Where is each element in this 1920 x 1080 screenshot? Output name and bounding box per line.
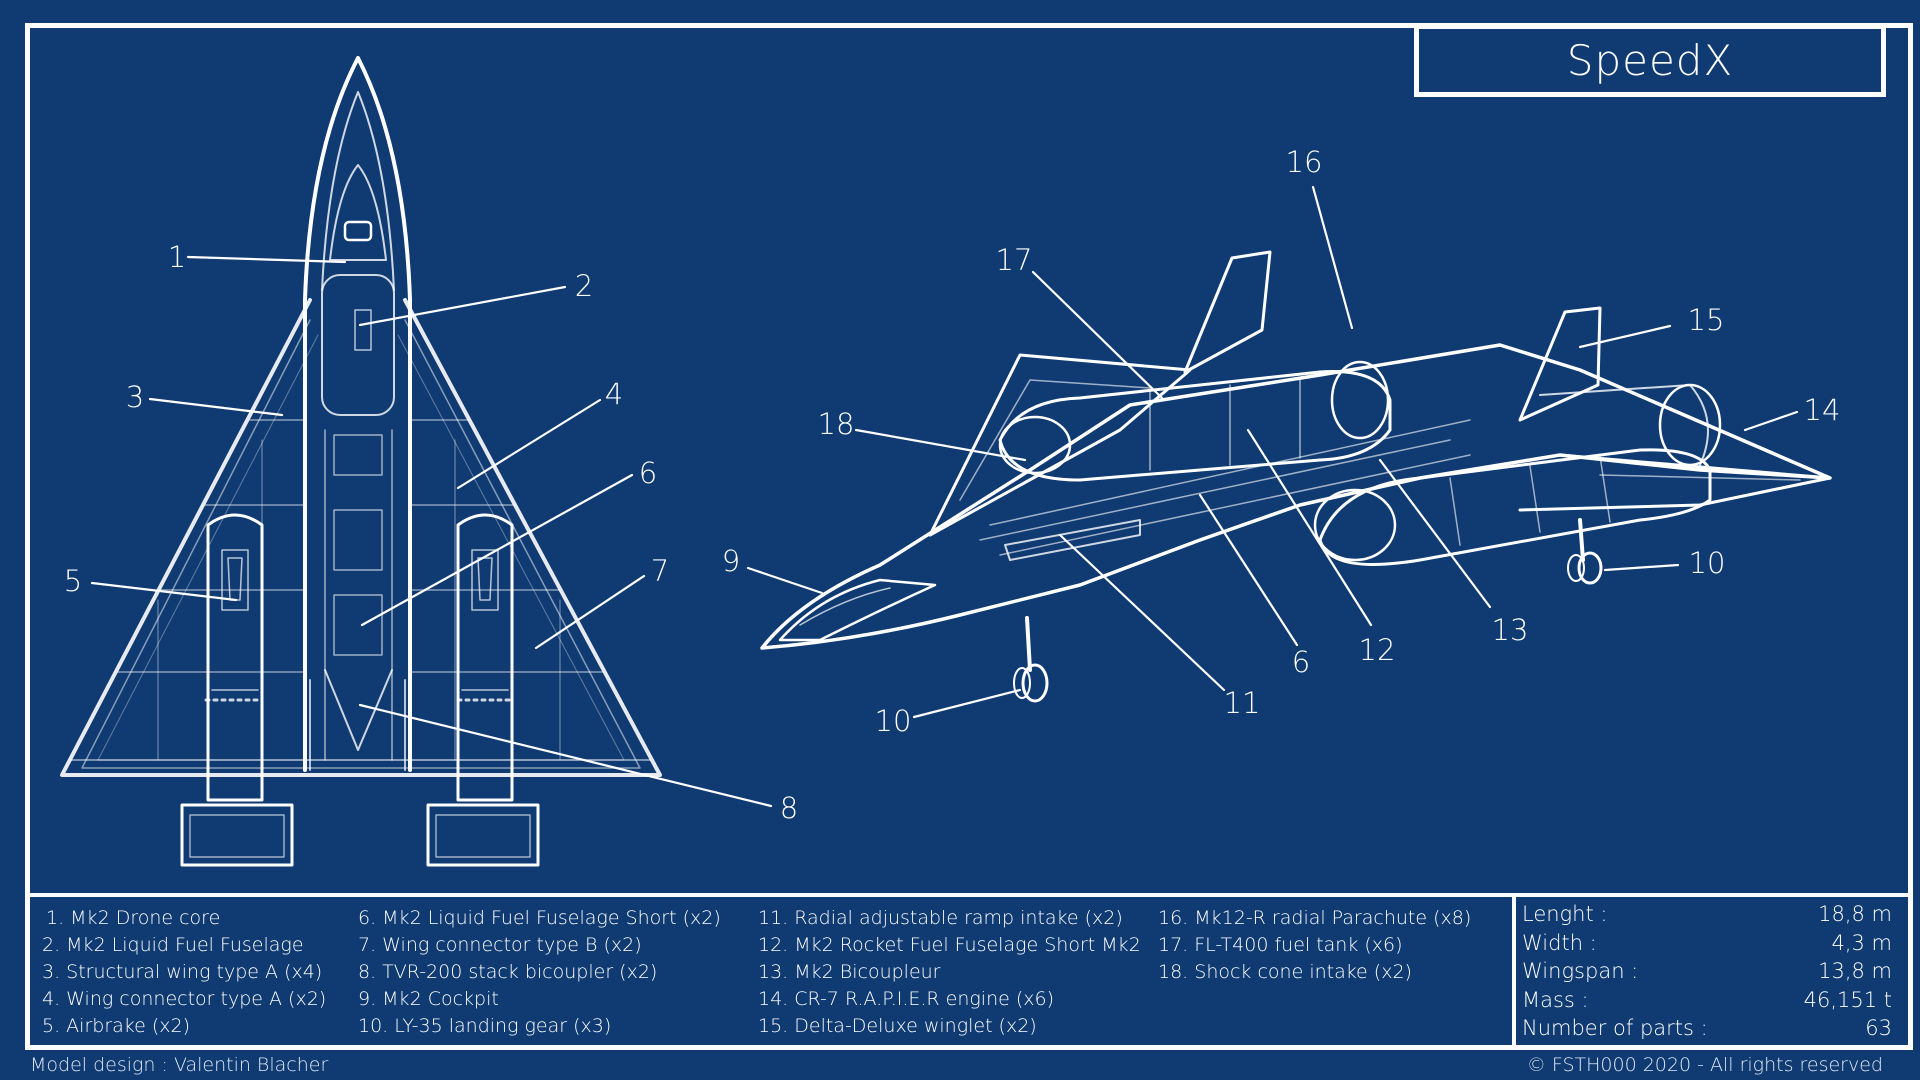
- spec-value: 13,8 m: [1818, 959, 1892, 983]
- vertical-divider: [1512, 893, 1516, 1050]
- spec-value: 63: [1865, 1016, 1892, 1040]
- part-item: 2. Mk2 Liquid Fuel Fuselage: [42, 934, 304, 956]
- callout-12: 12: [1358, 633, 1396, 667]
- part-item: 9. Mk2 Cockpit: [358, 988, 499, 1010]
- callout-16: 16: [1285, 145, 1323, 179]
- part-item: 3. Structural wing type A (x4): [42, 961, 323, 983]
- spec-label: Mass :: [1522, 987, 1589, 1012]
- callout-5: 5: [63, 564, 83, 598]
- title-box: SpeedX: [1414, 24, 1886, 97]
- part-item: 18. Shock cone intake (x2): [1158, 961, 1412, 983]
- callout-13: 13: [1491, 613, 1529, 647]
- callout-4: 4: [604, 377, 624, 411]
- callout-8: 8: [779, 791, 799, 825]
- part-item: 17. FL-T400 fuel tank (x6): [1158, 934, 1403, 956]
- callout-2: 2: [574, 269, 594, 303]
- callout-6-side: 6: [1291, 645, 1311, 679]
- part-item: 13. Mk2 Bicoupleur: [758, 961, 941, 983]
- parts-list-column-1: 1. Mk2 Drone core 2. Mk2 Liquid Fuel Fus…: [42, 905, 326, 1040]
- blueprint-frame: [25, 23, 1913, 1050]
- callout-14: 14: [1803, 393, 1841, 427]
- spec-value: 4,3 m: [1831, 930, 1892, 955]
- spec-row-width: Width : 4,3 m: [1522, 929, 1892, 958]
- spec-row-parts: Number of parts : 63: [1522, 1014, 1892, 1043]
- callout-1: 1: [167, 240, 187, 274]
- parts-list-column-2: 6. Mk2 Liquid Fuel Fuselage Short (x2) 7…: [358, 905, 721, 1040]
- blueprint-title: SpeedX: [1566, 36, 1734, 85]
- part-item: 5. Airbrake (x2): [42, 1015, 190, 1037]
- part-item: 4. Wing connector type A (x2): [42, 988, 327, 1010]
- footer-copyright: © FSTH000 2020 - All rights reserved: [1526, 1054, 1883, 1076]
- parts-list-column-4: 16. Mk12-R radial Parachute (x8) 17. FL-…: [1158, 905, 1471, 986]
- spec-label: Wingspan :: [1522, 959, 1639, 983]
- callout-18: 18: [817, 407, 855, 441]
- side-view-leader-lines: [746, 185, 1799, 719]
- spec-label: Lenght :: [1522, 902, 1608, 926]
- callout-3: 3: [125, 380, 145, 414]
- callout-15: 15: [1687, 303, 1725, 337]
- footer-credit: Model design : Valentin Blacher: [30, 1054, 329, 1076]
- callout-9: 9: [721, 544, 741, 578]
- horizontal-divider: [25, 893, 1913, 897]
- callout-11: 11: [1223, 686, 1261, 720]
- top-view-leader-lines: [90, 255, 773, 808]
- callout-6: 6: [638, 456, 658, 490]
- spec-row-wingspan: Wingspan : 13,8 m: [1522, 957, 1892, 986]
- part-item: 11. Radial adjustable ramp intake (x2): [758, 907, 1123, 929]
- part-item: 1. Mk2 Drone core: [46, 907, 221, 929]
- top-view-drawing: [60, 56, 662, 867]
- part-item: 8. TVR-200 stack bicoupler (x2): [358, 961, 658, 983]
- spec-label: Number of parts :: [1522, 1016, 1708, 1040]
- side-view-drawing: [760, 250, 1832, 703]
- spec-value: 18,8 m: [1818, 902, 1892, 926]
- callout-10-main: 10: [1688, 546, 1726, 580]
- part-item: 6. Mk2 Liquid Fuel Fuselage Short (x2): [358, 907, 721, 929]
- spec-value: 46,151 t: [1803, 987, 1892, 1012]
- part-item: 10. LY-35 landing gear (x3): [358, 1015, 612, 1037]
- part-item: 16. Mk12-R radial Parachute (x8): [1158, 907, 1472, 929]
- specifications-table: Lenght : 18,8 m Width : 4,3 m Wingspan : 13…: [1522, 900, 1892, 1043]
- callout-17: 17: [995, 243, 1033, 277]
- spec-row-length: Lenght : 18,8 m: [1522, 900, 1892, 929]
- part-item: 14. CR-7 R.A.P.I.E.R engine (x6): [758, 988, 1055, 1010]
- spec-label: Width :: [1522, 930, 1597, 955]
- spec-row-mass: Mass : 46,151 t: [1522, 986, 1892, 1015]
- parts-list-column-3: 11. Radial adjustable ramp intake (x2) 1…: [758, 905, 1141, 1040]
- part-item: 12. Mk2 Rocket Fuel Fuselage Short Mk2: [758, 934, 1141, 956]
- part-item: 7. Wing connector type B (x2): [358, 934, 642, 956]
- part-item: 15. Delta-Deluxe winglet (x2): [758, 1015, 1037, 1037]
- callout-7: 7: [650, 554, 670, 588]
- callout-10-nose: 10: [874, 704, 912, 738]
